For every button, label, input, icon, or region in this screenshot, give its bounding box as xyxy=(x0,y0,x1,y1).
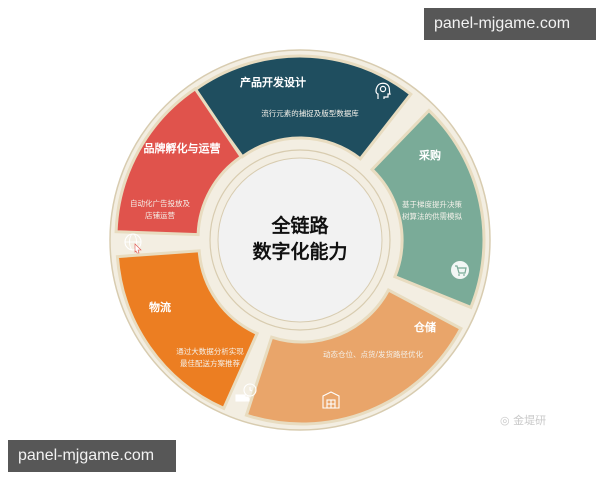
watermark-top: panel-mjgame.com xyxy=(424,8,596,40)
warehouse-icon xyxy=(322,391,340,409)
segment-procurement xyxy=(369,108,486,310)
procurement-desc-line1: 基于梯度提升决策 xyxy=(402,199,462,209)
warehouse-desc: 动态仓位、点货/发货路径优化 xyxy=(323,349,424,359)
segment-warehousing xyxy=(244,287,463,426)
segments-group xyxy=(114,54,486,426)
center-circle xyxy=(217,157,383,323)
segment-logistics xyxy=(115,249,260,411)
globe-cursor-icon xyxy=(124,233,142,254)
shopping-cart-icon xyxy=(451,261,469,279)
center-title-line2: 数字化能力 xyxy=(252,240,347,263)
head-gear-icon xyxy=(375,82,391,99)
warehouse-title: 仓储 xyxy=(413,320,436,334)
brand-desc-line1: 自动化广告投放及 xyxy=(130,198,190,208)
procurement-desc-line2: 树算法的供需模拟 xyxy=(402,211,462,221)
brand-desc-line2: 店铺运营 xyxy=(145,210,175,220)
product-design-desc: 流行元素的捕捉及版型数据库 xyxy=(261,108,359,118)
segment-product-design xyxy=(192,54,413,161)
watermark-bottom: panel-mjgame.com xyxy=(8,440,176,472)
logistics-desc-line2: 最佳配送方案推荐 xyxy=(180,358,240,368)
brand-title: 品牌孵化与运营 xyxy=(144,141,221,155)
procurement-title: 采购 xyxy=(418,148,441,162)
weibo-icon: ◎ xyxy=(500,414,514,427)
segment-brand-operation xyxy=(114,86,244,237)
logistics-desc-line1: 通过大数据分析实现 xyxy=(176,346,244,356)
product-design-title: 产品开发设计 xyxy=(240,75,306,89)
delivery-truck-clock-icon xyxy=(235,383,257,402)
source-watermark: ◎ 金堤研 xyxy=(500,412,546,428)
source-label: 金堤研 xyxy=(513,414,547,427)
logistics-title: 物流 xyxy=(149,300,171,314)
center-title-line1: 全链路 xyxy=(270,214,329,237)
